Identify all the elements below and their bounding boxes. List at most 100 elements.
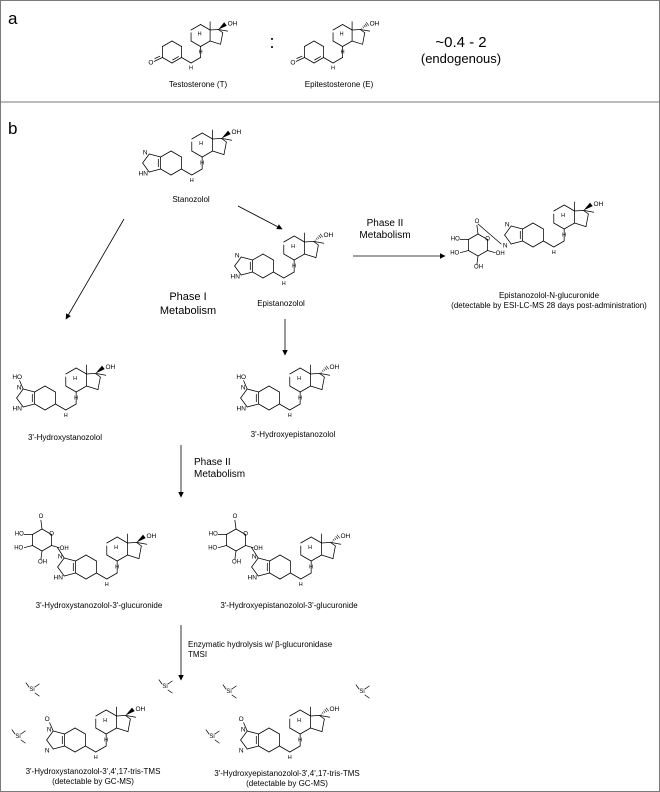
- epistanozolol-label: Epistanozolol: [257, 299, 305, 308]
- bond: [313, 57, 324, 64]
- phase2a-label-line2: Metabolism: [359, 230, 410, 241]
- testosterone-label: Testosterone (T): [169, 80, 228, 89]
- bond: [32, 528, 43, 535]
- wedge-bond: [136, 534, 146, 543]
- bond: [52, 730, 65, 735]
- bond: [313, 40, 324, 47]
- bond: [299, 727, 311, 735]
- atom-label: H: [308, 545, 312, 551]
- double-bond: [296, 55, 303, 59]
- bond: [293, 235, 305, 243]
- bond: [321, 554, 334, 559]
- bond: [191, 150, 203, 158]
- bond: [85, 745, 97, 753]
- atom-label: H: [309, 565, 313, 571]
- bond: [74, 727, 86, 735]
- bond: [41, 545, 52, 552]
- atom-label: OH: [231, 129, 241, 136]
- bond: [25, 682, 30, 688]
- double-bond: [154, 55, 161, 59]
- bond: [49, 722, 54, 732]
- hash-bond: [320, 713, 322, 715]
- bond: [75, 554, 87, 562]
- atom-label: O: [233, 514, 238, 520]
- hydroxyepistanozolol-tms-note: (detectable by GC-MS): [246, 779, 328, 788]
- phase1-label-line1: Phase I: [169, 291, 206, 303]
- bond: [153, 57, 163, 62]
- bond: [105, 727, 117, 735]
- atom-label: H: [292, 264, 296, 270]
- bond: [543, 240, 555, 248]
- atom-label: HN: [231, 274, 241, 281]
- bond: [234, 265, 242, 276]
- bond: [231, 694, 237, 699]
- bond: [585, 213, 589, 227]
- atom-label: OH: [135, 706, 145, 713]
- bond: [44, 385, 56, 393]
- hash-bond: [364, 23, 368, 27]
- atom-label: OH: [370, 20, 380, 27]
- bond: [304, 40, 315, 47]
- panel-b-letter: b: [8, 119, 17, 138]
- bond: [148, 153, 161, 158]
- atom-label: OH: [593, 201, 603, 208]
- bond: [226, 545, 237, 552]
- bond: [477, 223, 502, 245]
- bond: [57, 566, 65, 577]
- bond: [116, 727, 129, 732]
- bond: [234, 550, 237, 560]
- bond: [251, 566, 259, 577]
- bond: [46, 739, 54, 750]
- bond: [332, 545, 336, 559]
- atom-label: H: [200, 161, 204, 167]
- bond: [95, 373, 101, 378]
- bond: [364, 694, 370, 699]
- bond: [319, 715, 331, 718]
- atom-label: H: [288, 413, 292, 419]
- bond: [212, 150, 225, 155]
- bond: [268, 385, 280, 393]
- bond: [300, 572, 312, 580]
- atom-label: O: [45, 716, 50, 723]
- hash-bond: [321, 712, 324, 714]
- bond: [138, 545, 142, 559]
- atom-label: Si: [15, 734, 20, 740]
- bond: [234, 519, 237, 530]
- bond: [364, 685, 370, 690]
- bond: [162, 40, 173, 47]
- bond: [75, 367, 87, 375]
- bond: [96, 572, 108, 580]
- bond: [86, 373, 96, 375]
- bond: [522, 240, 534, 248]
- bond: [321, 542, 331, 544]
- bond: [65, 385, 77, 393]
- bond: [106, 572, 118, 580]
- bond: [330, 542, 336, 547]
- atom-label: H: [561, 213, 565, 219]
- ratio-value: ~0.4 - 2: [435, 34, 486, 51]
- bond: [351, 40, 363, 45]
- bond: [279, 572, 291, 580]
- bond: [283, 253, 295, 261]
- bond: [41, 528, 52, 535]
- bond: [300, 554, 312, 562]
- atom-label: N: [58, 554, 63, 561]
- atom-label: H: [64, 413, 68, 419]
- bond: [257, 557, 270, 562]
- atom-label: H: [198, 31, 202, 37]
- bond: [476, 255, 479, 265]
- bond: [240, 256, 253, 261]
- atom-label: H: [297, 718, 301, 724]
- hydroxystanozolol-tms-label: 3'-Hydroxystanozolol-3',4',17-tris-TMS: [26, 767, 161, 776]
- atom-label: H: [73, 376, 77, 382]
- bond: [201, 132, 213, 140]
- bond: [504, 234, 512, 245]
- bond: [116, 715, 126, 717]
- atom-label: H: [297, 376, 301, 382]
- bond: [362, 32, 366, 45]
